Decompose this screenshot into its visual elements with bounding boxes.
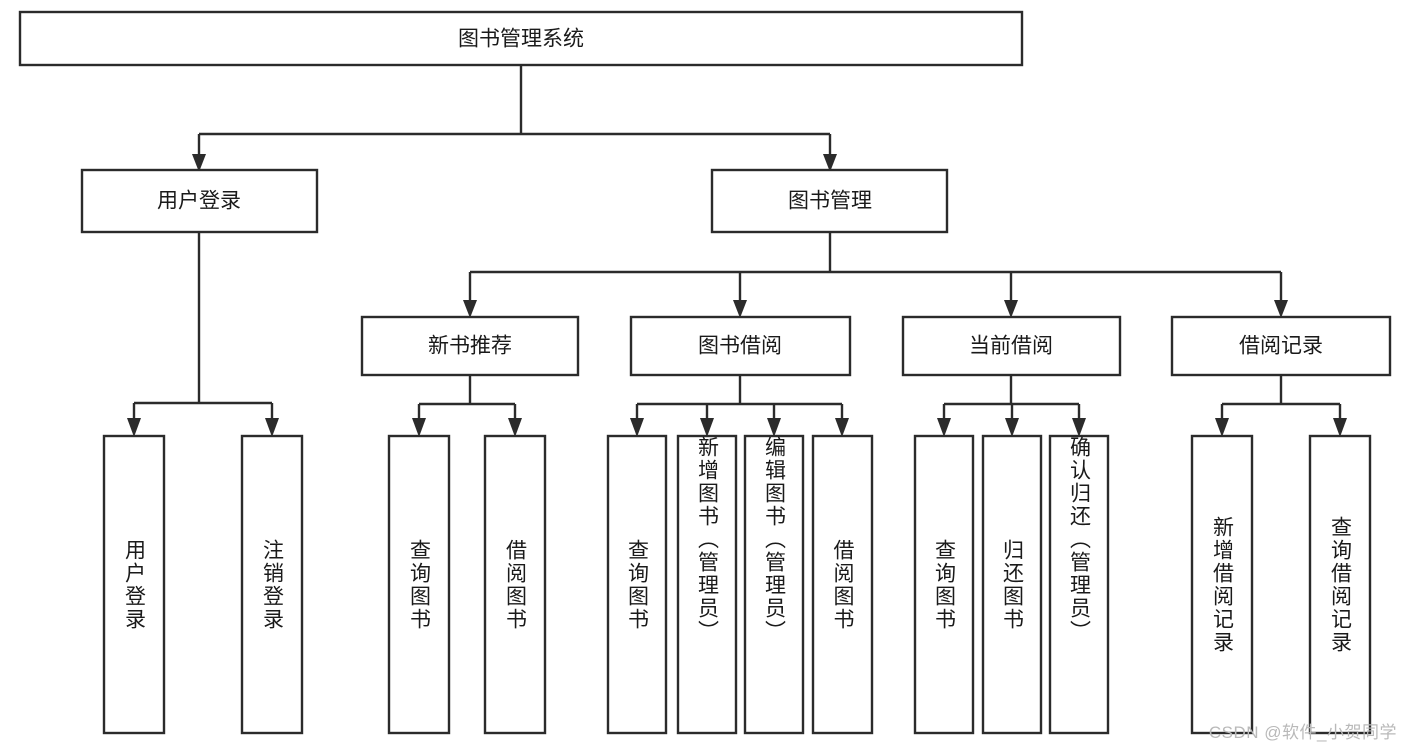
connector-book-manage-bus	[468, 232, 1283, 305]
leaf-box-user-logout[interactable]	[240, 434, 304, 735]
connector-group	[127, 65, 1347, 437]
arrow-to-user-logout	[265, 418, 279, 437]
arrow-to-query-borrow-record	[1333, 418, 1347, 437]
connector-new-book-recommend-bus	[417, 375, 517, 424]
box-group: 图书管理系统 用户登录 图书管理 新书推荐 图书借阅 当前借阅 借阅记录	[18, 10, 1392, 735]
arrow-to-query-book-3	[937, 418, 951, 437]
arrow-to-borrow-record	[1274, 300, 1288, 318]
leaf-box-return-book[interactable]	[981, 434, 1043, 735]
arrow-to-borrow-book-2	[835, 418, 849, 437]
arrow-to-new-book-recommend	[463, 300, 477, 318]
leaf-box-confirm-return[interactable]	[1048, 434, 1110, 735]
csdn-watermark: CSDN @软件_小贺同学	[1208, 723, 1397, 742]
node-box-book-manage[interactable]	[710, 168, 949, 234]
leaf-box-borrow-book-1[interactable]	[483, 434, 547, 735]
arrow-to-query-book-1	[412, 418, 426, 437]
arrow-to-user-login-do	[127, 418, 141, 437]
leaf-box-borrow-book-2[interactable]	[811, 434, 874, 735]
leaf-box-query-borrow-record[interactable]	[1308, 434, 1372, 735]
node-box-new-book-recommend[interactable]	[360, 315, 580, 377]
connector-user-login-bus	[132, 232, 274, 424]
node-label-book-manage: 图书管理	[788, 190, 872, 213]
leaf-box-query-book-2[interactable]	[606, 434, 668, 735]
connector-book-borrow-bus	[635, 375, 844, 424]
node-box-current-borrow[interactable]	[901, 315, 1122, 377]
node-label-user-login: 用户登录	[157, 190, 241, 213]
arrow-to-book-borrow	[733, 300, 747, 318]
node-label-book-borrow: 图书借阅	[698, 335, 782, 358]
node-label-new-book-recommend: 新书推荐	[428, 335, 512, 358]
arrow-to-edit-book	[767, 418, 781, 437]
node-label-root: 图书管理系统	[458, 28, 584, 51]
arrow-to-add-borrow-record	[1215, 418, 1229, 437]
connector-root-bus	[197, 65, 832, 158]
connector-current-borrow-bus	[942, 375, 1081, 424]
leaf-box-edit-book[interactable]	[743, 434, 805, 735]
node-label-borrow-record: 借阅记录	[1239, 335, 1323, 358]
arrow-to-current-borrow	[1004, 300, 1018, 318]
leaf-box-query-book-3[interactable]	[913, 434, 975, 735]
arrow-root-to-user-login	[192, 154, 206, 172]
node-box-user-login[interactable]	[80, 168, 319, 234]
connector-borrow-record-bus	[1220, 375, 1342, 424]
node-box-book-borrow[interactable]	[629, 315, 852, 377]
leaf-box-add-book[interactable]	[676, 434, 738, 735]
node-box-root[interactable]	[18, 10, 1024, 67]
arrow-to-add-book	[700, 418, 714, 437]
arrow-to-confirm-return	[1072, 418, 1086, 437]
leaf-box-user-login-do[interactable]	[102, 434, 166, 735]
arrow-to-query-book-2	[630, 418, 644, 437]
node-label-current-borrow: 当前借阅	[969, 335, 1053, 358]
leaf-box-query-book-1[interactable]	[387, 434, 451, 735]
arrow-to-return-book	[1005, 418, 1019, 437]
leaf-box-add-borrow-record[interactable]	[1190, 434, 1254, 735]
arrow-to-borrow-book-1	[508, 418, 522, 437]
arrow-root-to-book-manage	[823, 154, 837, 172]
node-box-borrow-record[interactable]	[1170, 315, 1392, 377]
